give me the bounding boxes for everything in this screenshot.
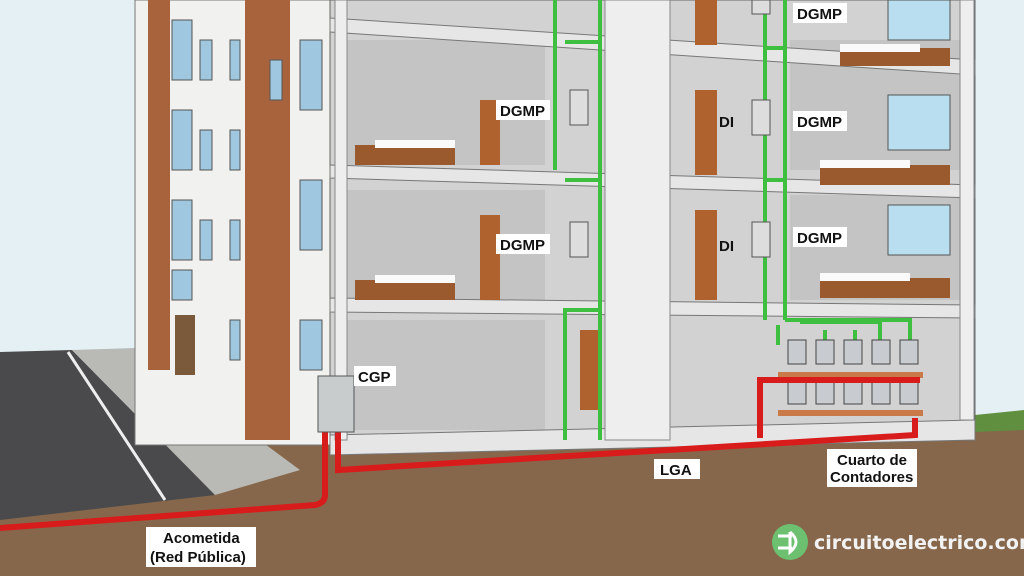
svg-text:Contadores: Contadores <box>830 469 913 486</box>
supply-cables <box>0 377 920 531</box>
label-service-connection: Acometida (Red Pública) <box>146 527 256 567</box>
meter-busbar <box>778 372 923 378</box>
svg-text:CGP: CGP <box>358 369 391 386</box>
svg-text:DGMP: DGMP <box>500 103 545 120</box>
electric-meters <box>787 339 919 405</box>
label-dgmp: DGMP <box>496 234 550 254</box>
svg-text:circuitoelectrico.com: circuitoelectrico.com <box>814 532 1024 554</box>
label-di: DI <box>719 114 734 131</box>
svg-text:DGMP: DGMP <box>797 230 842 247</box>
meter-busbar <box>778 410 923 416</box>
road <box>0 350 215 520</box>
distribution-boards <box>569 0 771 258</box>
cgp-box <box>317 375 355 433</box>
facade-windows <box>171 19 323 371</box>
riser-cables <box>553 0 912 440</box>
label-lga: LGA <box>654 459 700 479</box>
beds <box>355 44 950 300</box>
label-di: DI <box>719 238 734 255</box>
label-cgp: CGP <box>354 366 396 386</box>
entrance-door <box>175 315 195 375</box>
road-line <box>66 351 167 501</box>
svg-text:DGMP: DGMP <box>797 114 842 131</box>
svg-text:(Red Pública): (Red Pública) <box>150 549 246 566</box>
label-dgmp: DGMP <box>496 100 550 120</box>
svg-text:DGMP: DGMP <box>797 6 842 23</box>
walls <box>334 0 975 441</box>
label-dgmp: DGMP <box>793 227 847 247</box>
svg-text:DI: DI <box>719 238 734 255</box>
grass <box>975 410 1024 432</box>
svg-text:DI: DI <box>719 114 734 131</box>
svg-text:Acometida: Acometida <box>163 530 240 547</box>
svg-text:DGMP: DGMP <box>500 237 545 254</box>
room-windows <box>887 0 951 256</box>
svg-text:Cuarto de: Cuarto de <box>837 452 907 469</box>
doors <box>480 0 717 410</box>
site-logo: circuitoelectrico.com <box>772 524 1024 560</box>
svg-text:LGA: LGA <box>660 462 692 479</box>
label-dgmp: DGMP <box>793 111 847 131</box>
label-dgmp: DGMP <box>793 3 847 23</box>
